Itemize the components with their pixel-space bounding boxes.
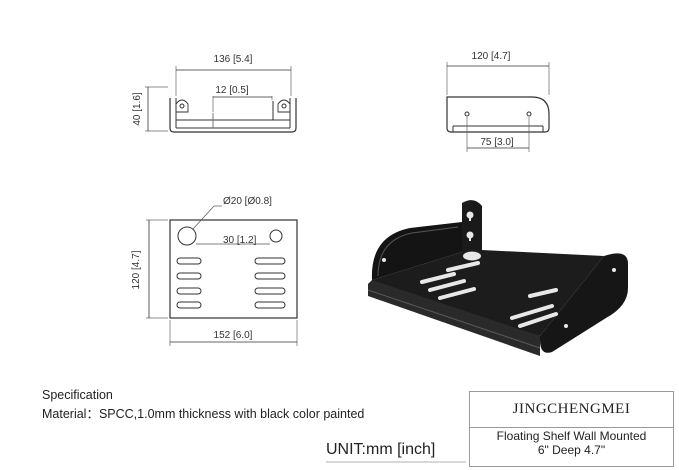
top-hole-small: [269, 229, 283, 243]
spec-material: Material：SPCC,1.0mm thickness with black…: [42, 407, 365, 421]
slot: [254, 301, 286, 309]
side-width-dim: 120 [4.7]: [472, 51, 511, 62]
side-hole-left: [464, 111, 470, 117]
slot: [176, 287, 202, 295]
slot: [176, 272, 202, 280]
top-hole-spacing-dim: 30 [1.2]: [223, 235, 257, 246]
brand-name: JINGCHENGMEI: [470, 392, 673, 428]
product-title: Floating Shelf Wall Mounted 6" Deep 4.7": [470, 429, 673, 457]
unit-label: UNIT:mm [inch]: [326, 441, 436, 458]
side-hole-right: [526, 111, 532, 117]
front-view: [145, 66, 297, 133]
front-height-dim: 40 [1.6]: [132, 92, 143, 126]
front-keyhole-right: [277, 99, 291, 113]
title-block: JINGCHENGMEI Floating Shelf Wall Mounted…: [469, 391, 674, 467]
shelf-right-flange: [540, 253, 628, 353]
top-height-dim: 120 [4.7]: [131, 250, 142, 289]
top-width-dim: 152 [6.0]: [214, 330, 253, 341]
front-view-outline: [169, 98, 297, 133]
product-line-1: Floating Shelf Wall Mounted: [496, 429, 647, 443]
slot: [254, 257, 286, 265]
product-line-2: 6" Deep 4.7": [537, 443, 606, 457]
shelf-3d-render: [367, 200, 628, 356]
slot: [176, 257, 202, 265]
top-view-outline: [169, 219, 298, 319]
side-view-outline: [446, 96, 550, 133]
shelf-wall-plate: [462, 200, 482, 258]
shelf-left-flange: [371, 222, 462, 280]
top-hole-dia-dim: Ø20 [Ø0.8]: [223, 196, 272, 207]
side-hole-dim: 75 [3.0]: [480, 137, 514, 148]
spec-heading: Specification: [42, 388, 113, 402]
top-hole-large: [177, 226, 197, 246]
slot: [254, 287, 286, 295]
top-view: [146, 205, 298, 346]
front-inner-dim: 12 [0.5]: [215, 85, 249, 96]
front-width-dim: 136 [5.4]: [214, 54, 253, 65]
front-keyhole-left: [175, 99, 189, 113]
shelf-base: [372, 250, 604, 336]
shelf-front-lip: [368, 280, 540, 356]
side-view: [446, 62, 550, 152]
slot: [176, 301, 202, 309]
slot: [254, 272, 286, 280]
